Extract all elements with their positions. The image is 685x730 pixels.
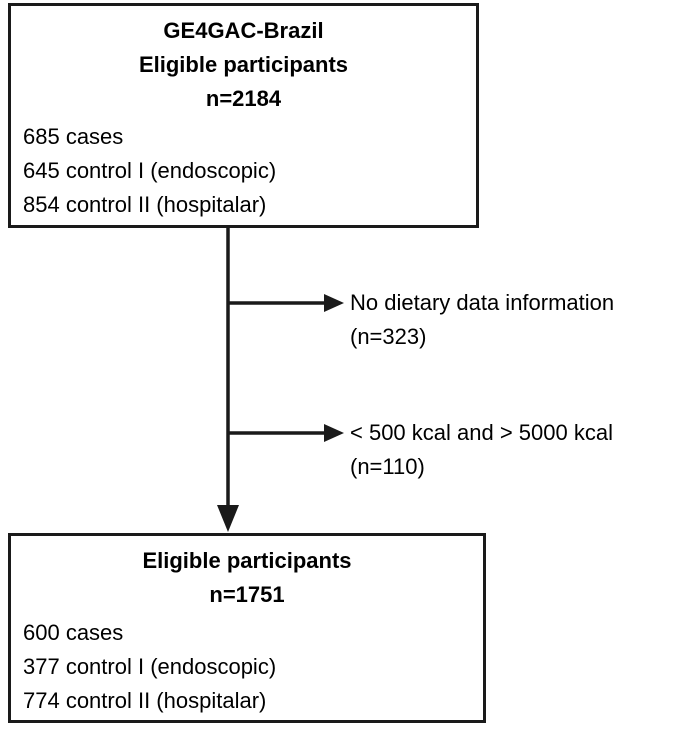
eligible-participants-heading: Eligible participants bbox=[138, 52, 349, 77]
exclusion-label-no-dietary-data: No dietary data information (n=323) bbox=[350, 286, 614, 354]
box-top-headings: GE4GAC-Brazil Eligible participants n=21… bbox=[11, 6, 476, 116]
exclusion-reason-2: < 500 kcal and > 5000 kcal bbox=[350, 420, 613, 445]
control-i-line-final: 377 control I (endoscopic) bbox=[23, 654, 277, 679]
branch-arrowhead-1 bbox=[324, 294, 344, 312]
eligible-participants-box-initial: GE4GAC-Brazil Eligible participants n=21… bbox=[8, 3, 479, 228]
branch-arrowhead-2 bbox=[324, 424, 344, 442]
control-ii-line: 854 control II (hospitalar) bbox=[23, 192, 267, 217]
box-bottom-headings: Eligible participants n=1751 bbox=[11, 536, 483, 612]
eligible-participants-box-final: Eligible participants n=1751 600 cases 3… bbox=[8, 533, 486, 723]
cases-line: 685 cases bbox=[23, 124, 124, 149]
total-count-heading-final: n=1751 bbox=[209, 582, 285, 607]
eligible-participants-heading-final: Eligible participants bbox=[142, 548, 352, 573]
box-bottom-details: 600 cases 377 control I (endoscopic) 774… bbox=[11, 612, 483, 718]
control-ii-line-final: 774 control II (hospitalar) bbox=[23, 688, 267, 713]
exclusion-count-1: (n=323) bbox=[350, 324, 427, 349]
exclusion-label-kcal-range: < 500 kcal and > 5000 kcal (n=110) bbox=[350, 416, 613, 484]
down-arrowhead bbox=[217, 505, 239, 532]
control-i-line: 645 control I (endoscopic) bbox=[23, 158, 277, 183]
study-name-heading: GE4GAC-Brazil bbox=[163, 18, 324, 43]
box-top-details: 685 cases 645 control I (endoscopic) 854… bbox=[11, 116, 476, 222]
exclusion-reason-1: No dietary data information bbox=[350, 290, 615, 315]
total-count-heading: n=2184 bbox=[205, 86, 282, 111]
cases-line-final: 600 cases bbox=[23, 620, 124, 645]
exclusion-count-2: (n=110) bbox=[350, 454, 425, 479]
